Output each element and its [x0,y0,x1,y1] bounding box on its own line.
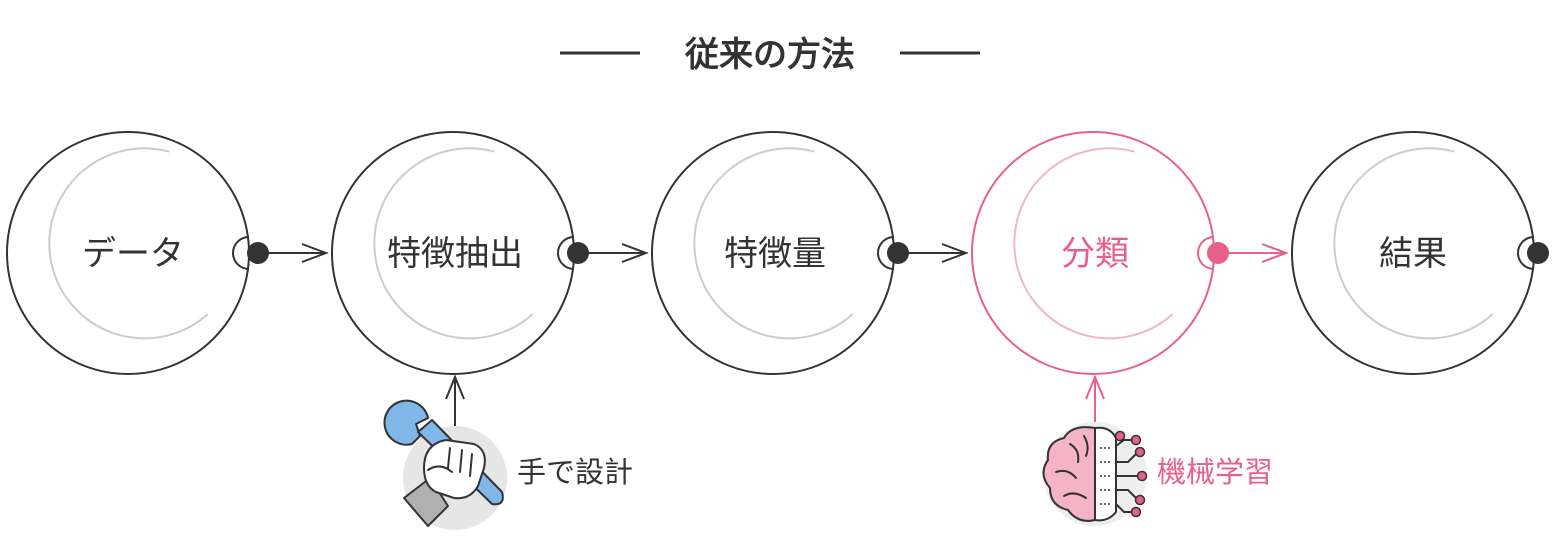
node-features: 特徴量 [651,131,909,375]
node-data: データ [6,131,269,375]
connector-cup [877,236,895,270]
connector-dot [1207,242,1229,264]
node-result: 結果 [1291,131,1549,375]
connector-cup [232,236,250,270]
input-machine-learning: 機械学習 [1042,374,1273,526]
node-inner-arc [373,147,534,340]
arrow-3 [898,243,969,263]
arrow-4 [1218,243,1289,263]
node-classification: 分類 [971,131,1229,375]
node-label: 分類 [1061,234,1129,274]
arrow-1 [258,243,329,263]
arrows [258,243,1289,263]
title-group: 従来の方法 [560,35,980,75]
connector-cup [1517,236,1535,270]
input-arrow [1085,374,1105,426]
brain-circuit-icon [1042,422,1148,526]
input-hand-design: 手で設計 [383,374,633,530]
node-label: データ [82,234,184,274]
input-arrow [445,374,465,428]
input-label: 手で設計 [517,455,633,489]
connector-dot [567,242,589,264]
node-label: 特徴抽出 [387,234,523,274]
wrench-hand-icon [383,399,507,530]
node-label: 結果 [1379,234,1447,274]
connector-dot [887,242,909,264]
node-inner-arc [1333,147,1494,340]
connector-cup [1197,236,1215,270]
connector-dot [1527,242,1549,264]
node-inner-arc [693,147,854,340]
arrow-2 [578,243,649,263]
input-label: 機械学習 [1157,455,1273,489]
node-inner-arc [1013,147,1174,340]
connector-dot [247,242,269,264]
connector-cup [557,236,575,270]
node-inner-arc [48,147,209,340]
diagram-title: 従来の方法 [684,35,855,75]
node-label: 特徴量 [724,234,826,274]
node-feature-extraction: 特徴抽出 [331,131,589,375]
